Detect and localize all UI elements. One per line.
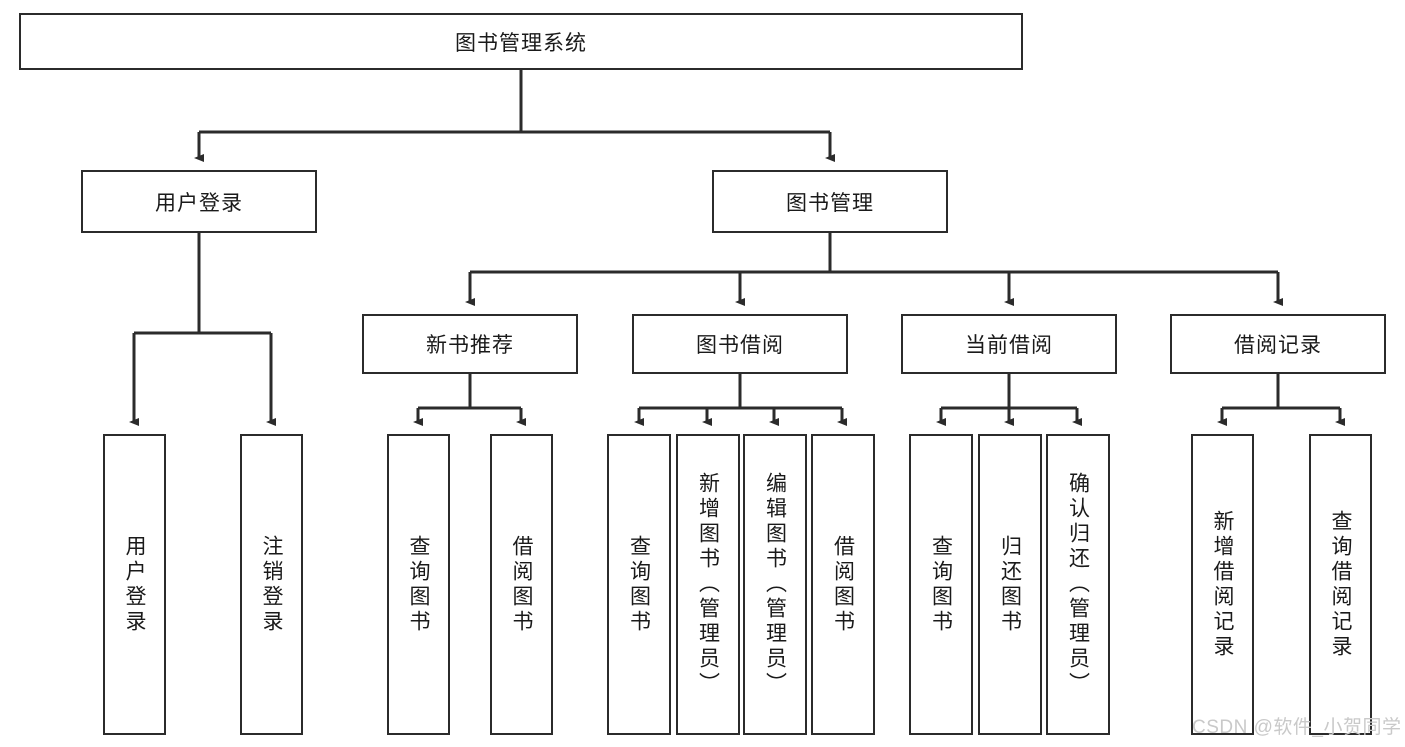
node-leaf-query-record-label: 查询借阅记录 (1329, 509, 1352, 660)
node-leaf-edit-book[interactable]: 编辑图书（管理员） (743, 434, 807, 735)
node-leaf-borrow-book-2[interactable]: 借阅图书 (811, 434, 875, 735)
node-leaf-confirm-return-label: 确认归还（管理员） (1066, 472, 1090, 697)
node-borrow-record-label: 借阅记录 (1234, 334, 1322, 357)
node-leaf-query-book-3[interactable]: 查询图书 (909, 434, 973, 735)
node-leaf-edit-book-label: 编辑图书（管理员） (763, 472, 787, 697)
node-user-login-label: 用户登录 (155, 191, 243, 215)
node-leaf-query-book-2-label: 查询图书 (627, 534, 651, 635)
node-book-manage[interactable]: 图书管理 (712, 170, 948, 233)
node-leaf-logout-login-label: 注销登录 (260, 534, 283, 635)
node-leaf-query-book-3-label: 查询图书 (929, 534, 953, 635)
node-book-borrow[interactable]: 图书借阅 (632, 314, 848, 374)
node-new-book-recommend-label: 新书推荐 (426, 334, 514, 357)
node-leaf-query-record[interactable]: 查询借阅记录 (1309, 434, 1372, 735)
node-leaf-add-book-label: 新增图书（管理员） (696, 472, 720, 697)
node-root[interactable]: 图书管理系统 (19, 13, 1023, 70)
node-book-manage-label: 图书管理 (786, 191, 874, 215)
node-root-label: 图书管理系统 (455, 31, 587, 55)
node-leaf-add-book[interactable]: 新增图书（管理员） (676, 434, 740, 735)
node-leaf-user-login[interactable]: 用户登录 (103, 434, 166, 735)
node-leaf-confirm-return[interactable]: 确认归还（管理员） (1046, 434, 1110, 735)
node-leaf-user-login-label: 用户登录 (123, 534, 146, 635)
node-leaf-borrow-book-2-label: 借阅图书 (831, 534, 855, 635)
node-new-book-recommend[interactable]: 新书推荐 (362, 314, 578, 374)
node-user-login[interactable]: 用户登录 (81, 170, 317, 233)
node-leaf-query-book-1-label: 查询图书 (407, 534, 430, 635)
watermark-text: CSDN @软件_小贺同学 (1192, 717, 1402, 738)
node-leaf-add-record-label: 新增借阅记录 (1211, 509, 1234, 660)
node-leaf-borrow-book-1[interactable]: 借阅图书 (490, 434, 553, 735)
node-borrow-record[interactable]: 借阅记录 (1170, 314, 1386, 374)
node-leaf-borrow-book-1-label: 借阅图书 (510, 534, 533, 635)
node-leaf-return-book[interactable]: 归还图书 (978, 434, 1042, 735)
node-leaf-query-book-2[interactable]: 查询图书 (607, 434, 671, 735)
node-current-borrow-label: 当前借阅 (965, 334, 1053, 357)
node-leaf-add-record[interactable]: 新增借阅记录 (1191, 434, 1254, 735)
node-current-borrow[interactable]: 当前借阅 (901, 314, 1117, 374)
node-leaf-query-book-1[interactable]: 查询图书 (387, 434, 450, 735)
node-leaf-logout-login[interactable]: 注销登录 (240, 434, 303, 735)
node-leaf-return-book-label: 归还图书 (998, 534, 1022, 635)
node-book-borrow-label: 图书借阅 (696, 334, 784, 357)
